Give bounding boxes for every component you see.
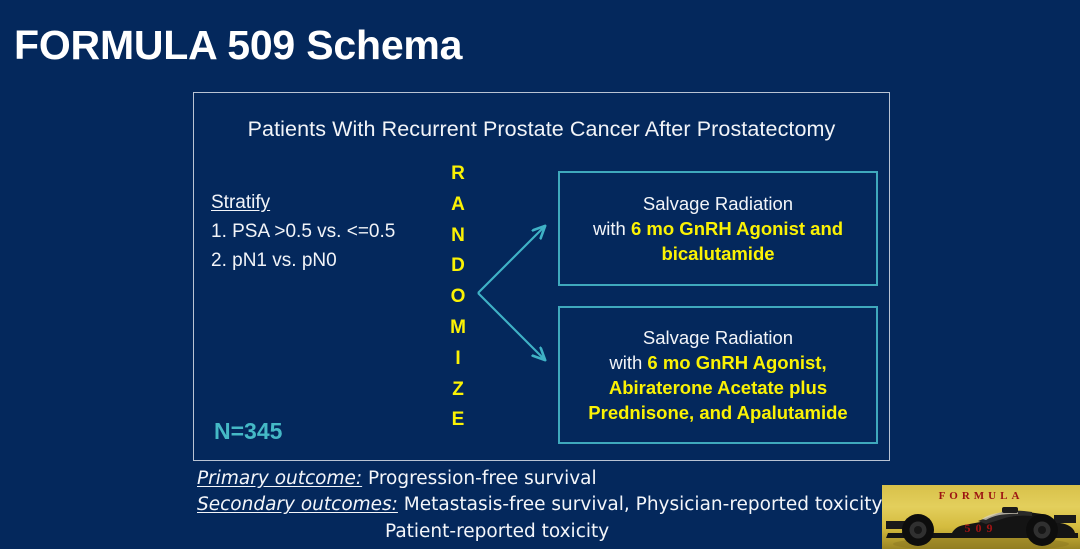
- secondary-outcome-value-continued: Patient-reported toxicity: [385, 520, 610, 542]
- randomization-arrows: [477, 213, 556, 373]
- arrow-to-arm-2: [477, 292, 544, 359]
- secondary-outcome-value: Metastasis-free survival, Physician-repo…: [397, 494, 889, 516]
- arm-2-line-3-highlight: Abiraterone Acetate plus: [608, 377, 828, 398]
- arm-1-line-1: Salvage Radiation: [643, 191, 793, 216]
- enrollment-count: N=345: [214, 418, 283, 444]
- primary-outcome-value: Progression-free survival: [362, 468, 597, 489]
- primary-outcome-label: Primary outcome:: [197, 468, 363, 489]
- logo-number-text: 509: [964, 521, 998, 535]
- treatment-arm-1-box: Salvage Radiation with 6 mo GnRH Agonist…: [558, 171, 878, 286]
- outcomes-block: Primary outcome: Progression-free surviv…: [197, 466, 897, 545]
- treatment-arm-2-box: Salvage Radiation with 6 mo GnRH Agonist…: [558, 306, 878, 444]
- cohort-population-header: Patients With Recurrent Prostate Cancer …: [247, 117, 836, 141]
- logo-formula-text: FORMULA: [938, 490, 1024, 502]
- secondary-outcome-row: Secondary outcomes: Metastasis-free surv…: [197, 492, 897, 545]
- arm-2-line-2-highlight: 6 mo GnRH Agonist,: [647, 351, 827, 373]
- race-car-icon: [886, 507, 1078, 549]
- arm-1-line-2-plain: with: [592, 217, 631, 239]
- randomize-letter-0: R: [451, 163, 465, 184]
- arm-2-line-1: Salvage Radiation: [643, 325, 793, 350]
- stratify-factor-1: 1. PSA >0.5 vs. <=0.5: [211, 220, 396, 242]
- arm-1-line-2-highlight: 6 mo GnRH Agonist and: [630, 217, 844, 239]
- page-title: FORMULA 509 Schema: [14, 22, 463, 68]
- randomize-letter-6: I: [455, 347, 461, 369]
- stratify-factor-2: 2. pN1 vs. pN0: [211, 249, 337, 271]
- randomize-letter-5: M: [450, 316, 466, 338]
- stratification-block: Stratify 1. PSA >0.5 vs. <=0.5 2. pN1 vs…: [211, 189, 461, 276]
- schema-diagram-frame: Patients With Recurrent Prostate Cancer …: [193, 92, 890, 461]
- randomize-letter-8: E: [451, 409, 465, 431]
- randomize-letter-1: A: [451, 193, 465, 215]
- randomize-letter-3: D: [451, 255, 465, 277]
- trial-logo: FORMULA 509: [882, 485, 1080, 549]
- arm-1-line-1-plain: Salvage Radiation: [642, 192, 794, 214]
- arrow-to-arm-1: [477, 227, 544, 294]
- arm-2-line-4-highlight: Prednisone, and Apalutamide: [588, 402, 848, 424]
- arm-2-line-2-plain: with: [609, 351, 648, 373]
- arm-1-line-3-highlight: bicalutamide: [661, 243, 775, 265]
- arm-2-line-2: with 6 mo GnRH Agonist,: [609, 350, 826, 375]
- randomize-label-vertical: R A N D O M I Z E: [443, 159, 473, 436]
- arm-2-line-1-plain: Salvage Radiation: [642, 326, 794, 348]
- randomize-letter-7: Z: [452, 378, 464, 400]
- arm-1-line-2: with 6 mo GnRH Agonist and: [593, 216, 843, 241]
- randomize-letter-4: O: [450, 286, 466, 308]
- stratify-heading: Stratify: [211, 192, 271, 213]
- primary-outcome-row: Primary outcome: Progression-free surviv…: [197, 466, 897, 492]
- secondary-outcome-label: Secondary outcomes:: [197, 494, 398, 516]
- randomize-letter-2: N: [451, 224, 465, 246]
